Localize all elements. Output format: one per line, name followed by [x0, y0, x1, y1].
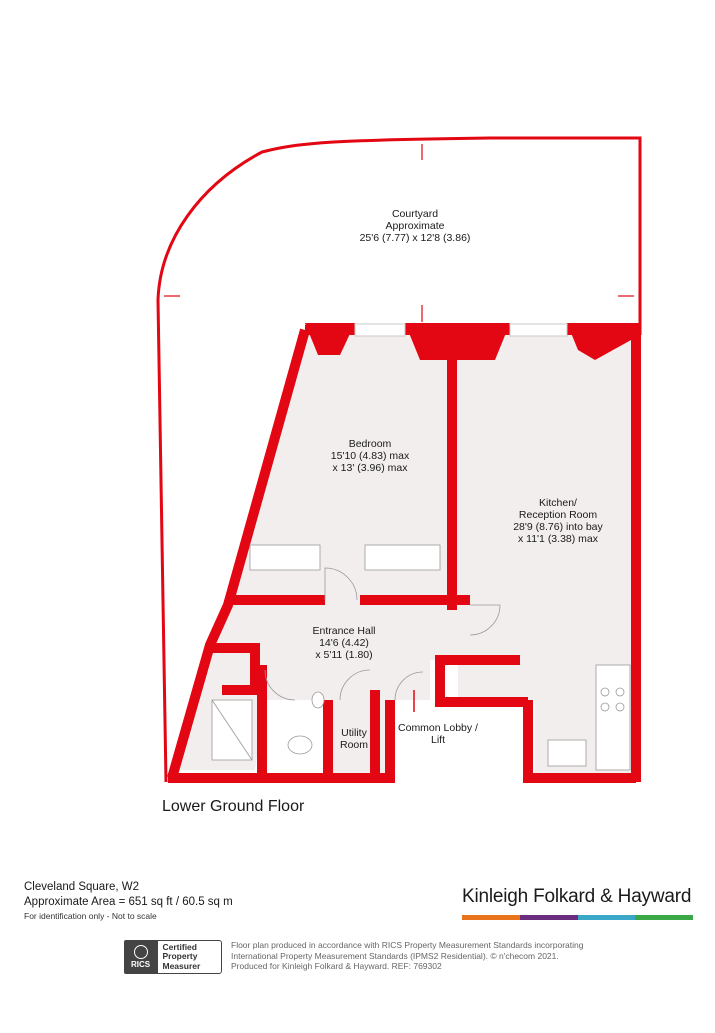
entrance-door-swing	[394, 671, 424, 701]
hob-ring	[615, 687, 625, 697]
property-name: Cleveland Square, W2	[24, 881, 140, 893]
rics-certified-badge: RICS Certified Property Measurer	[123, 940, 222, 974]
kitchen-label-line: 28'9 (8.76) into bay	[513, 521, 603, 533]
outer-wall-south-utility	[168, 700, 395, 783]
shower-diagonal	[211, 699, 253, 761]
brand-bar-segment	[577, 915, 636, 920]
disclaimer: Floor plan produced in accordance with R…	[231, 940, 651, 972]
hob-ring	[600, 687, 610, 697]
property-note: For identification only - Not to scale	[24, 911, 157, 921]
brand-name: Kinleigh Folkard & Hayward	[462, 886, 692, 907]
kitchen-sink	[547, 739, 587, 767]
kitchen-window	[509, 323, 568, 337]
brand-bar-segment	[635, 915, 693, 920]
hall-label-line: 14'6 (4.42)	[319, 637, 369, 649]
kitchen-label-line: Reception Room	[519, 509, 597, 521]
disclaimer-line: Floor plan produced in accordance with R…	[231, 940, 584, 950]
window-pier-center	[405, 323, 510, 360]
rics-logo: RICS	[123, 940, 158, 974]
courtyard-label-line: Approximate	[386, 220, 445, 232]
utility-label-line: Utility	[341, 727, 367, 739]
bedroom-door-swing	[324, 567, 358, 601]
lobby-label-line: Common Lobby /	[398, 722, 478, 734]
globe-icon	[133, 945, 148, 959]
badge-line: Certified	[162, 941, 197, 952]
courtyard-label-line: Courtyard	[392, 208, 438, 220]
outer-wall-west	[167, 328, 310, 780]
property-area: Approximate Area = 651 sq ft / 60.5 sq m	[24, 896, 233, 908]
outer-wall-south-lobby	[435, 655, 528, 707]
outer-wall-south-kitchen	[523, 700, 636, 783]
utility-door-swing	[339, 669, 371, 701]
lobby-label-line: Lift	[431, 734, 445, 746]
wardrobe-left	[249, 544, 321, 571]
window-bay-bedroom	[305, 323, 355, 355]
kitchen-worktop	[595, 664, 631, 771]
bathroom-door-swing	[264, 669, 296, 701]
floor-title: Lower Ground Floor	[162, 798, 305, 815]
utility-label-line: Room	[340, 739, 368, 751]
brand-color-bar	[462, 915, 693, 920]
badge-text: Certified Property Measurer	[158, 941, 201, 972]
bedroom-label-line: x 13' (3.96) max	[333, 462, 409, 474]
lobby-label: Common Lobby /Lift	[398, 722, 478, 746]
toilet	[287, 735, 313, 755]
window-bay-kitchen	[567, 323, 640, 360]
bathroom-wall	[213, 643, 260, 695]
disclaimer-line: International Property Measurement Stand…	[231, 950, 559, 961]
bedroom-label-line: 15'10 (4.83) max	[331, 450, 410, 462]
bedroom-window	[354, 323, 406, 337]
hall-label-line: Entrance Hall	[312, 625, 375, 637]
kitchen-label-line: Kitchen/	[539, 497, 577, 509]
hall-label-line: x 5'11 (1.80)	[315, 649, 372, 661]
hob-ring	[600, 702, 610, 712]
badge-line: Property	[162, 951, 198, 962]
courtyard-outline	[156, 136, 642, 783]
rics-logo-text: RICS	[130, 960, 151, 969]
wardrobe-right	[364, 544, 441, 571]
hall-floor	[210, 600, 520, 780]
bedroom-label-line: Bedroom	[349, 438, 392, 450]
kitchen-floor	[458, 335, 640, 782]
badge-line: Measurer	[162, 960, 201, 971]
basin	[311, 691, 325, 709]
kitchen-label-line: x 11'1 (3.38) max	[518, 533, 599, 545]
brand-bar-segment	[462, 915, 520, 920]
brand-bar-segment	[519, 915, 578, 920]
disclaimer-line: Produced for Kinleigh Folkard & Hayward.…	[231, 961, 442, 971]
courtyard-label-line: 25'6 (7.77) x 12'8 (3.86)	[360, 232, 471, 244]
kitchen-door-swing	[469, 604, 501, 636]
bedroom-floor	[228, 335, 458, 600]
hob-ring	[615, 702, 625, 712]
